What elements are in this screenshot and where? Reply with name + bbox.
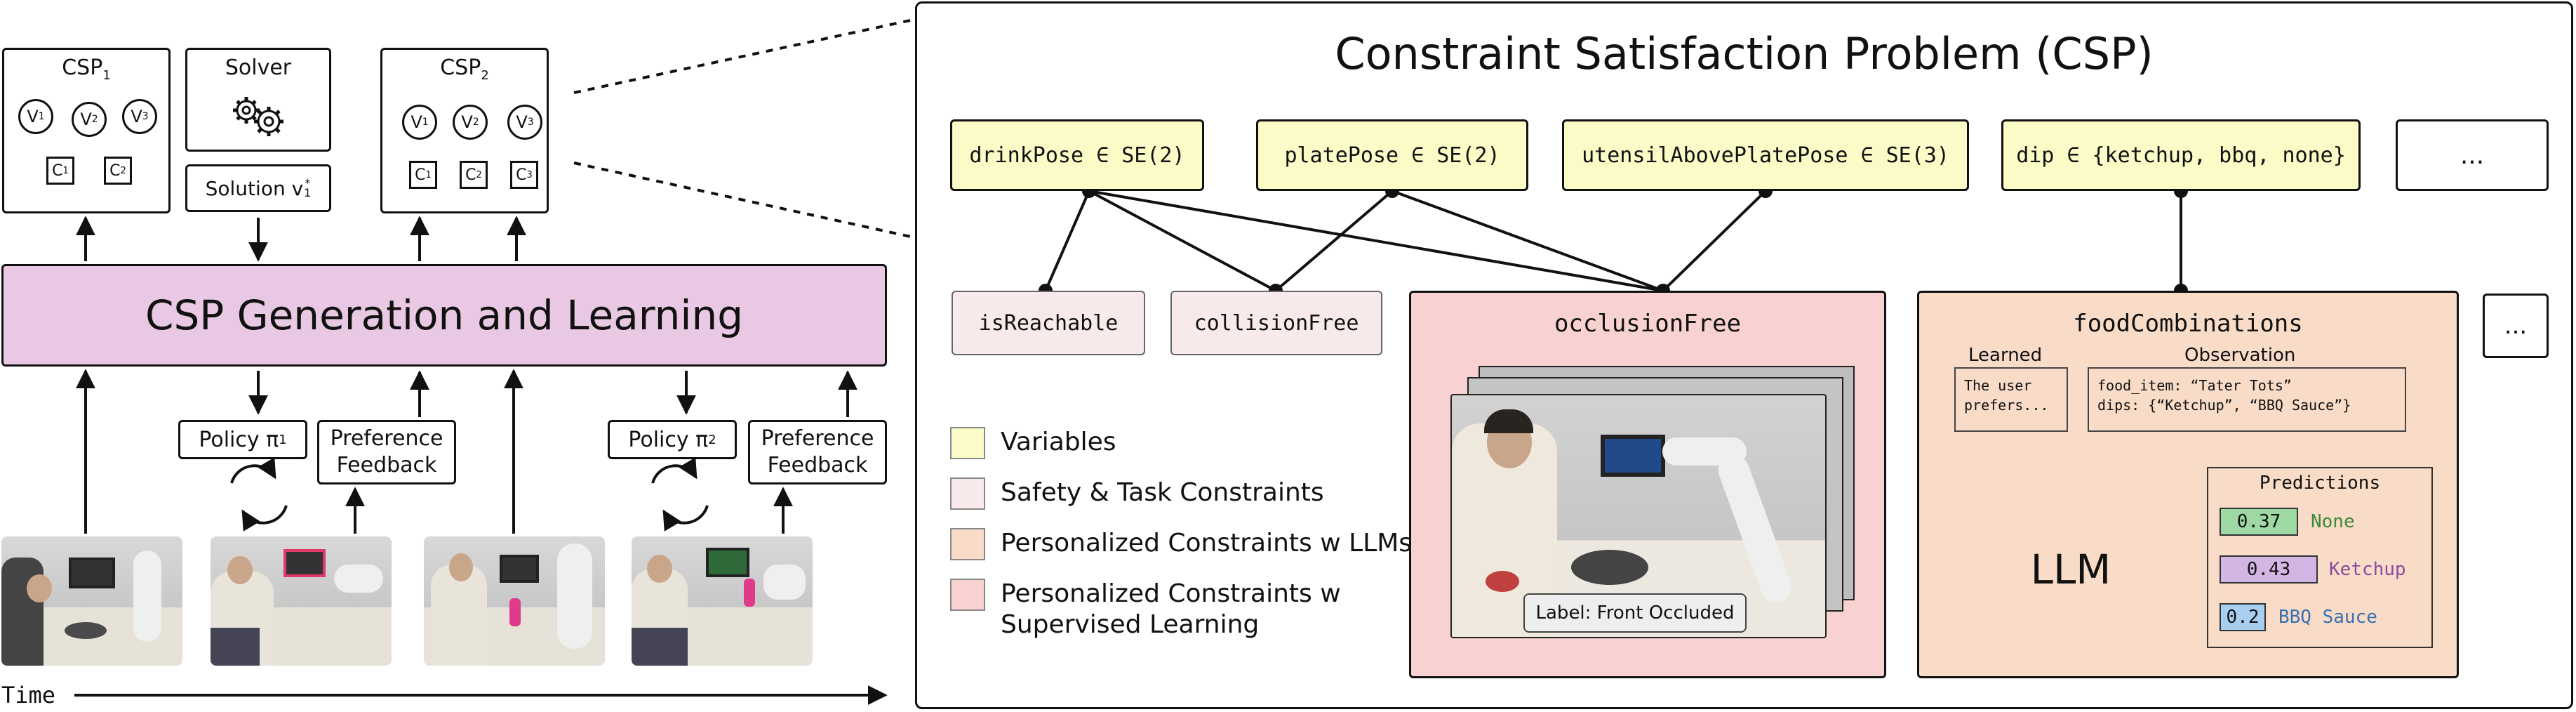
learned-text: The user prefers... — [1954, 367, 2068, 432]
variable-plate-pose: platePose ∈ SE(2) — [1256, 119, 1528, 191]
csp-generation-box: CSP Generation and Learning — [1, 264, 887, 367]
predictions-header: Predictions — [2259, 473, 2381, 494]
observation-text: food_item: “Tater Tots” dips: {“Ketchup”… — [2088, 367, 2406, 432]
prediction-none-label: None — [2311, 511, 2355, 532]
feedback-2-box: Preference Feedback — [748, 420, 887, 484]
csp-edges — [1044, 190, 2182, 292]
legend-text-variables: Variables — [1001, 428, 1116, 456]
constraint-more: ... — [2483, 294, 2549, 358]
constraint-collision-free: collisionFree — [1170, 291, 1382, 355]
constraint-food-combinations: foodCombinations Learned Observation The… — [1917, 291, 2459, 678]
csp2-title: CSP2 — [440, 55, 489, 83]
cycle-icon-2 — [651, 457, 709, 532]
legend-swatch-variables — [950, 427, 985, 459]
scene-photo-4 — [632, 536, 813, 666]
legend-swatch-supervised — [950, 579, 985, 611]
prediction-none-value: 0.37 — [2220, 508, 2298, 536]
constraint-is-reachable: isReachable — [952, 291, 1145, 355]
variable-more: ... — [2396, 119, 2549, 191]
learned-header: Learned — [1968, 345, 2043, 366]
occlusion-label: Label: Front Occluded — [1523, 593, 1747, 633]
csp-generation-label: CSP Generation and Learning — [145, 291, 744, 339]
feedback-1-box: Preference Feedback — [317, 420, 456, 484]
legend-swatch-safety — [950, 477, 985, 510]
variable-dip: dip ∈ {ketchup, bbq, none} — [2001, 119, 2361, 191]
time-label: Time — [1, 682, 56, 708]
prediction-ketchup-label: Ketchup — [2329, 559, 2406, 580]
food-combinations-title: foodCombinations — [2073, 310, 2303, 338]
constraint-occlusion-free: occlusionFree Label: Front Occluded — [1409, 291, 1886, 678]
zoom-line-bottom — [573, 161, 914, 239]
variable-utensil-pose: utensilAbovePlatePose ∈ SE(3) — [1562, 119, 1969, 191]
variable-drink-pose: drinkPose ∈ SE(2) — [950, 119, 1204, 191]
gears-icon — [233, 97, 283, 136]
solution-box: Solution v*1 — [185, 164, 331, 212]
prediction-ketchup-value: 0.43 — [2220, 555, 2318, 584]
occlusion-free-title: occlusionFree — [1554, 310, 1742, 338]
predictions-panel: Predictions 0.37 None 0.43 Ketchup 0.2 B… — [2207, 467, 2433, 648]
legend-swatch-llm — [950, 528, 985, 560]
solver-box: Solver — [185, 48, 331, 152]
legend-text-llm: Personalized Constraints w LLMs — [1001, 529, 1413, 558]
csp-title: Constraint Satisfaction Problem (CSP) — [1335, 28, 2154, 79]
solver-label: Solver — [225, 55, 292, 80]
zoom-line-top — [573, 18, 914, 94]
prediction-bbq-value: 0.2 — [2220, 603, 2266, 631]
legend-text-supervised: Personalized Constraints w Supervised Le… — [1001, 579, 1341, 639]
legend-text-safety: Safety & Task Constraints — [1001, 478, 1324, 507]
observation-header: Observation — [2184, 345, 2296, 366]
scene-photo-2 — [211, 536, 392, 666]
csp-detail-panel — [915, 1, 2573, 709]
llm-label: LLM — [2030, 546, 2111, 593]
prediction-bbq-label: BBQ Sauce — [2278, 607, 2377, 628]
scene-photo-3 — [424, 536, 605, 666]
scene-photo-1 — [1, 536, 182, 666]
csp1-title: CSP1 — [62, 55, 111, 83]
cycle-icon-1 — [230, 457, 288, 532]
